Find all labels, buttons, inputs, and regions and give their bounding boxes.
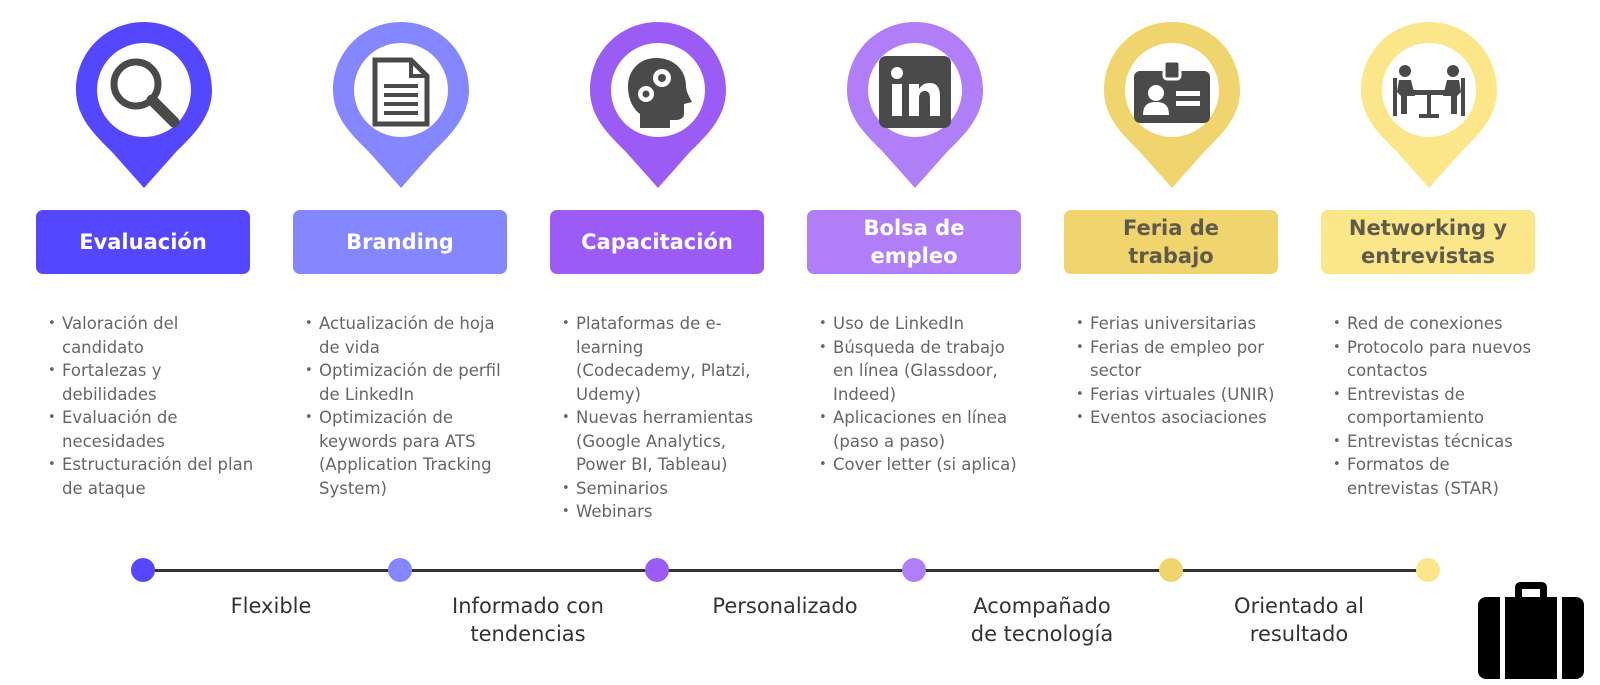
timeline-dot: [388, 558, 412, 582]
step-title-box: Feria de trabajo: [1064, 210, 1278, 274]
bullet-item: Entrevistas de comportamiento: [1333, 383, 1539, 430]
id-badge-icon: [1127, 47, 1217, 137]
bullet-item: Fortalezas y debilidades: [48, 359, 254, 406]
bullet-item: Estructuración del plan de ataque: [48, 453, 254, 500]
bullet-item: Ferias de empleo por sector: [1076, 336, 1282, 383]
bullet-item: Protocolo para nuevos contactos: [1333, 336, 1539, 383]
step-bullet-list: Plataformas de e-learning (Codecademy, P…: [562, 312, 768, 524]
timeline-dot: [1159, 558, 1183, 582]
linkedin-icon: [870, 47, 960, 137]
briefcase-icon: [1478, 580, 1584, 680]
bullet-item: Red de conexiones: [1333, 312, 1539, 336]
location-pin: [329, 20, 473, 192]
process-step-2: BrandingActualización de hoja de vidaOpt…: [293, 0, 509, 540]
bullet-item: Optimización de perfil de LinkedIn: [305, 359, 511, 406]
magnifier-icon: [99, 47, 189, 137]
timeline-label: Acompañado de tecnología: [970, 594, 1114, 646]
step-title: Feria de trabajo: [1122, 216, 1220, 268]
timeline-line: [143, 569, 1428, 572]
bullet-item: Cover letter (si aplica): [819, 453, 1025, 477]
step-title-box: Networking y entrevistas: [1321, 210, 1535, 274]
bullet-item: Eventos asociaciones: [1076, 406, 1282, 430]
step-bullet-list: Ferias universitariasFerias de empleo po…: [1076, 312, 1282, 430]
timeline-dot: [902, 558, 926, 582]
bullet-item: Uso de LinkedIn: [819, 312, 1025, 336]
process-step-5: Feria de trabajoFerias universitariasFer…: [1064, 0, 1280, 540]
bullet-item: Seminarios: [562, 477, 768, 501]
bullet-item: Valoración del candidato: [48, 312, 254, 359]
step-title: Networking y entrevistas: [1348, 216, 1508, 268]
location-pin: [1357, 20, 1501, 192]
timeline-label: Flexible: [230, 594, 312, 618]
location-pin: [1100, 20, 1244, 192]
bullet-item: Plataformas de e-learning (Codecademy, P…: [562, 312, 768, 406]
timeline-dot: [645, 558, 669, 582]
timeline-label: Informado con tendencias: [452, 594, 604, 646]
step-bullet-list: Red de conexionesProtocolo para nuevos c…: [1333, 312, 1539, 500]
bullet-item: Ferias universitarias: [1076, 312, 1282, 336]
bullet-item: Entrevistas técnicas: [1333, 430, 1539, 454]
bullet-item: Nuevas herramientas (Google Analytics, P…: [562, 406, 768, 477]
step-title-box: Branding: [293, 210, 507, 274]
location-pin: [72, 20, 216, 192]
head-gears-icon: [613, 47, 703, 137]
timeline-dot: [1416, 558, 1440, 582]
timeline-dot: [131, 558, 155, 582]
process-step-6: Networking y entrevistasRed de conexione…: [1321, 0, 1537, 540]
step-title: Bolsa de empleo: [863, 216, 965, 268]
process-step-1: EvaluaciónValoración del candidatoFortal…: [36, 0, 254, 540]
bullet-item: Aplicaciones en línea (paso a paso): [819, 406, 1025, 453]
step-title-box: Bolsa de empleo: [807, 210, 1021, 274]
step-bullet-list: Valoración del candidatoFortalezas y deb…: [48, 312, 254, 500]
timeline-label: Personalizado: [712, 594, 858, 618]
location-pin: [843, 20, 987, 192]
step-title: Evaluación: [79, 230, 207, 254]
bullet-item: Optimización de keywords para ATS (Appli…: [305, 406, 511, 500]
step-bullet-list: Actualización de hoja de vidaOptimizació…: [305, 312, 511, 500]
meeting-table-icon: [1384, 47, 1474, 137]
timeline-label: Orientado al resultado: [1234, 594, 1364, 646]
process-step-4: Bolsa de empleoUso de LinkedInBúsqueda d…: [807, 0, 1023, 540]
location-pin: [586, 20, 730, 192]
bullet-item: Actualización de hoja de vida: [305, 312, 511, 359]
bullet-item: Formatos de entrevistas (STAR): [1333, 453, 1539, 500]
bullet-item: Búsqueda de trabajo en línea (Glassdoor,…: [819, 336, 1025, 407]
step-bullet-list: Uso de LinkedInBúsqueda de trabajo en lí…: [819, 312, 1025, 477]
step-title: Branding: [346, 230, 454, 254]
step-title-box: Evaluación: [36, 210, 250, 274]
bullet-item: Ferias virtuales (UNIR): [1076, 383, 1282, 407]
bullet-item: Webinars: [562, 500, 768, 524]
document-icon: [356, 47, 446, 137]
step-title-box: Capacitación: [550, 210, 764, 274]
bullet-item: Evaluación de necesidades: [48, 406, 254, 453]
step-title: Capacitación: [581, 230, 733, 254]
process-step-3: CapacitaciónPlataformas de e-learning (C…: [550, 0, 766, 540]
